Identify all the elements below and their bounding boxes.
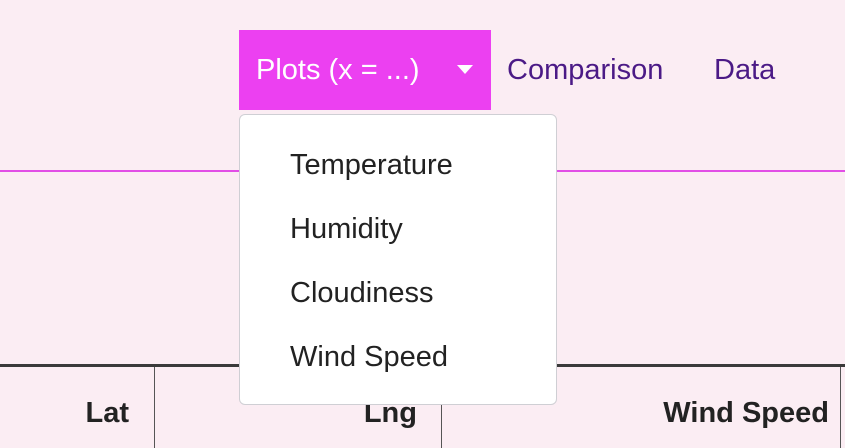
table-header-wind-speed[interactable]: Wind Speed [663,397,829,429]
table-header-lat[interactable]: Lat [85,397,130,429]
column-separator [441,367,442,448]
caret-down-icon [457,65,473,74]
dropdown-item-wind-speed[interactable]: Wind Speed [290,340,448,373]
column-separator [840,367,841,448]
plots-dropdown-menu: Temperature Humidity Cloudiness Wind Spe… [239,114,557,405]
dropdown-item-humidity[interactable]: Humidity [290,212,403,245]
nav-link-comparison[interactable]: Comparison [507,53,664,86]
dropdown-item-cloudiness[interactable]: Cloudiness [290,276,434,309]
plots-dropdown-toggle[interactable]: Plots (x = ...) [239,30,491,110]
column-separator [154,367,155,448]
dropdown-item-temperature[interactable]: Temperature [290,148,453,181]
nav-link-data[interactable]: Data [714,53,776,86]
plots-dropdown-label: Plots (x = ...) [256,53,420,86]
